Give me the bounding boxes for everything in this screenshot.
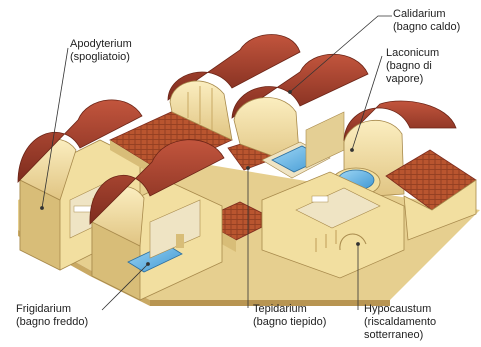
label-hypocaustum-name: Hypocaustum (364, 303, 436, 316)
leader-dot-frigidarium (147, 263, 150, 266)
leader-dot-laconicum (351, 149, 354, 152)
label-tepidarium-name: Tepidarium (253, 303, 326, 316)
label-apodyterium: Apodyterium (spogliatoio) (70, 38, 132, 64)
leader-dot-calidarium (289, 91, 292, 94)
label-laconicum-desc-2: vapore) (386, 73, 439, 86)
label-apodyterium-desc: (spogliatoio) (70, 51, 132, 64)
label-laconicum-name: Laconicum (386, 47, 439, 60)
label-calidarium-desc: (bagno caldo) (393, 21, 460, 34)
leader-dot-tepidarium (247, 167, 250, 170)
label-laconicum-desc-1: (bagno di (386, 60, 439, 73)
label-frigidarium-name: Frigidarium (16, 303, 88, 316)
leader-dot-hypocaustum (357, 243, 360, 246)
label-tepidarium-desc: (bagno tiepido) (253, 316, 326, 329)
label-hypocaustum: Hypocaustum (riscaldamento sotterraneo) (364, 303, 436, 342)
label-hypocaustum-desc-1: (riscaldamento (364, 316, 436, 329)
label-tepidarium: Tepidarium (bagno tiepido) (253, 303, 326, 329)
label-laconicum: Laconicum (bagno di vapore) (386, 47, 439, 86)
label-calidarium: Calidarium (bagno caldo) (393, 8, 460, 34)
label-frigidarium-desc: (bagno freddo) (16, 316, 88, 329)
label-calidarium-name: Calidarium (393, 8, 460, 21)
leader-dot-apodyterium (41, 207, 44, 210)
label-hypocaustum-desc-2: sotterraneo) (364, 329, 436, 342)
label-apodyterium-name: Apodyterium (70, 38, 132, 51)
label-frigidarium: Frigidarium (bagno freddo) (16, 303, 88, 329)
